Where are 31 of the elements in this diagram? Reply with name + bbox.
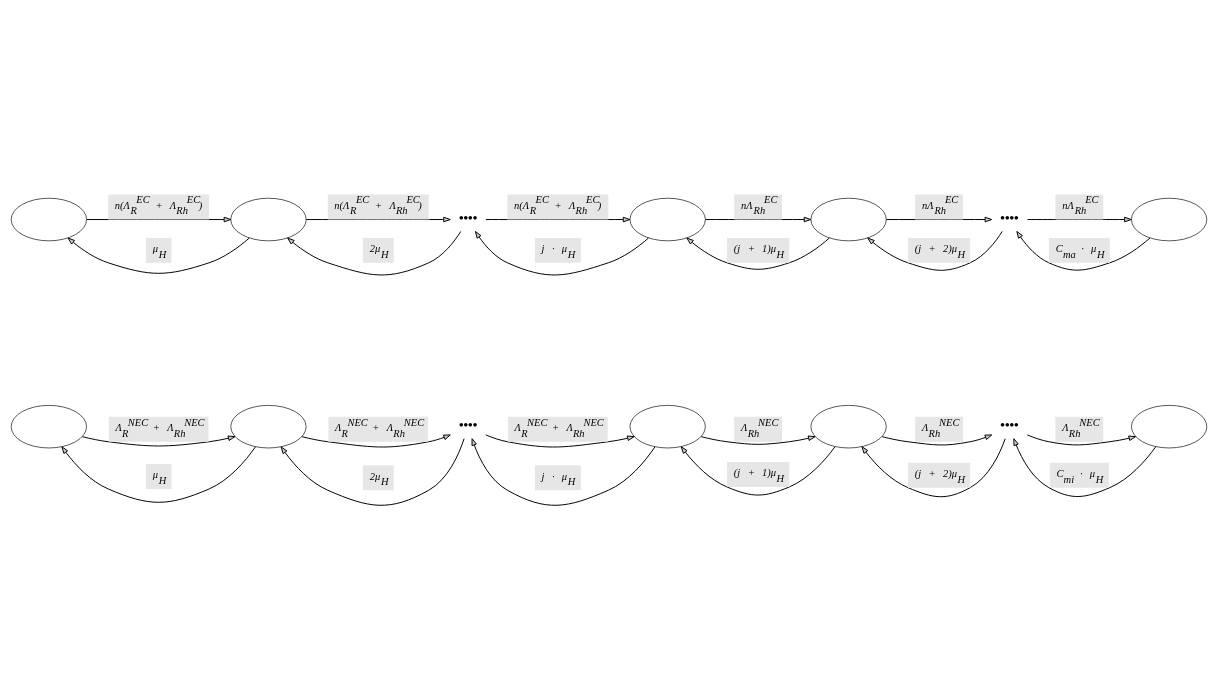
arrow xyxy=(287,230,462,276)
arrow xyxy=(680,446,836,496)
node-text: •••• xyxy=(458,417,478,433)
node-ellipse xyxy=(629,197,706,242)
node-text: •••• xyxy=(458,210,478,226)
arrow xyxy=(861,438,1006,498)
arrow xyxy=(280,438,465,506)
arrow xyxy=(1016,230,1151,271)
arrow xyxy=(61,446,256,503)
arrow xyxy=(1026,434,1137,446)
arrow xyxy=(81,435,236,447)
arrow xyxy=(700,435,816,445)
node-ellipse xyxy=(1131,405,1208,449)
arrow xyxy=(881,434,993,446)
arrow xyxy=(867,230,1003,271)
node-text: •••• xyxy=(1000,417,1019,433)
arrow xyxy=(474,230,649,276)
node-ellipse xyxy=(230,405,307,449)
node-ellipse xyxy=(1131,197,1208,242)
arrow xyxy=(485,434,635,448)
arrow xyxy=(1013,438,1157,497)
arrow xyxy=(301,434,451,448)
node-ellipse xyxy=(10,197,87,242)
node-text: •••• xyxy=(1000,210,1019,226)
arrow xyxy=(686,237,830,270)
node-ellipse xyxy=(810,197,887,242)
node-ellipse xyxy=(810,405,887,449)
node-ellipse xyxy=(10,405,87,449)
arrow xyxy=(471,438,656,506)
node-ellipse xyxy=(230,197,307,242)
node-ellipse xyxy=(629,405,706,449)
